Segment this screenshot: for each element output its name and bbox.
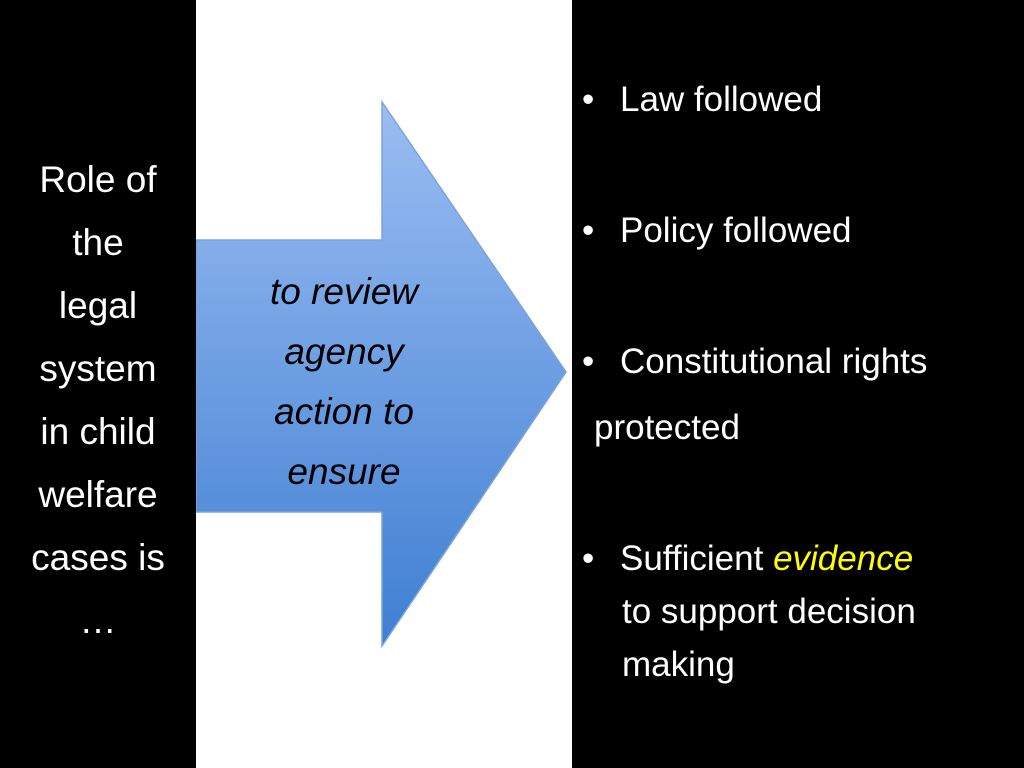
evidence-highlight: evidence: [773, 539, 914, 578]
bullet-constitutional-continued: protected: [594, 408, 740, 447]
left-panel: Role of the legal system in child welfar…: [0, 0, 196, 768]
right-arrow-shape: [196, 99, 567, 649]
arrow-line: agency: [284, 331, 404, 372]
arrow-caption: to review agency action to ensure: [204, 262, 484, 502]
bullet-icon: •: [582, 80, 595, 119]
role-line: legal: [58, 285, 138, 326]
arrow-line: ensure: [287, 451, 401, 492]
right-panel: • Law followed • Policy followed • Constitu…: [572, 0, 1024, 768]
bullet-icon: •: [582, 342, 595, 381]
bullet-icon: •: [582, 211, 595, 250]
role-line: Role of: [39, 159, 157, 200]
role-line: …: [79, 600, 117, 641]
bullet-evidence: • Sufficient evidence: [582, 533, 913, 585]
bullet-text: Policy followed: [620, 211, 852, 250]
bullet-constitutional: • Constitutional rights: [582, 336, 927, 388]
bullet-law: • Law followed: [582, 74, 822, 126]
role-line: welfare: [38, 474, 158, 515]
role-line: the: [72, 222, 124, 263]
bullet-text: Constitutional rights: [620, 342, 928, 381]
bullet-text: Law followed: [620, 80, 823, 119]
role-line: system: [39, 348, 157, 389]
bullet-evidence-line2: to support decision: [622, 592, 916, 631]
arrow-panel: to review agency action to ensure: [196, 0, 572, 768]
bullet-policy: • Policy followed: [582, 205, 852, 257]
role-statement: Role of the legal system in child welfar…: [10, 148, 186, 652]
bullet-icon: •: [582, 539, 595, 578]
role-line: cases is: [31, 537, 165, 578]
bullet-text: Sufficient: [620, 539, 774, 578]
bullet-evidence-line3: making: [622, 645, 735, 684]
arrow-line: to review: [269, 271, 419, 312]
role-line: in child: [40, 411, 156, 452]
arrow-line: action to: [274, 391, 414, 432]
